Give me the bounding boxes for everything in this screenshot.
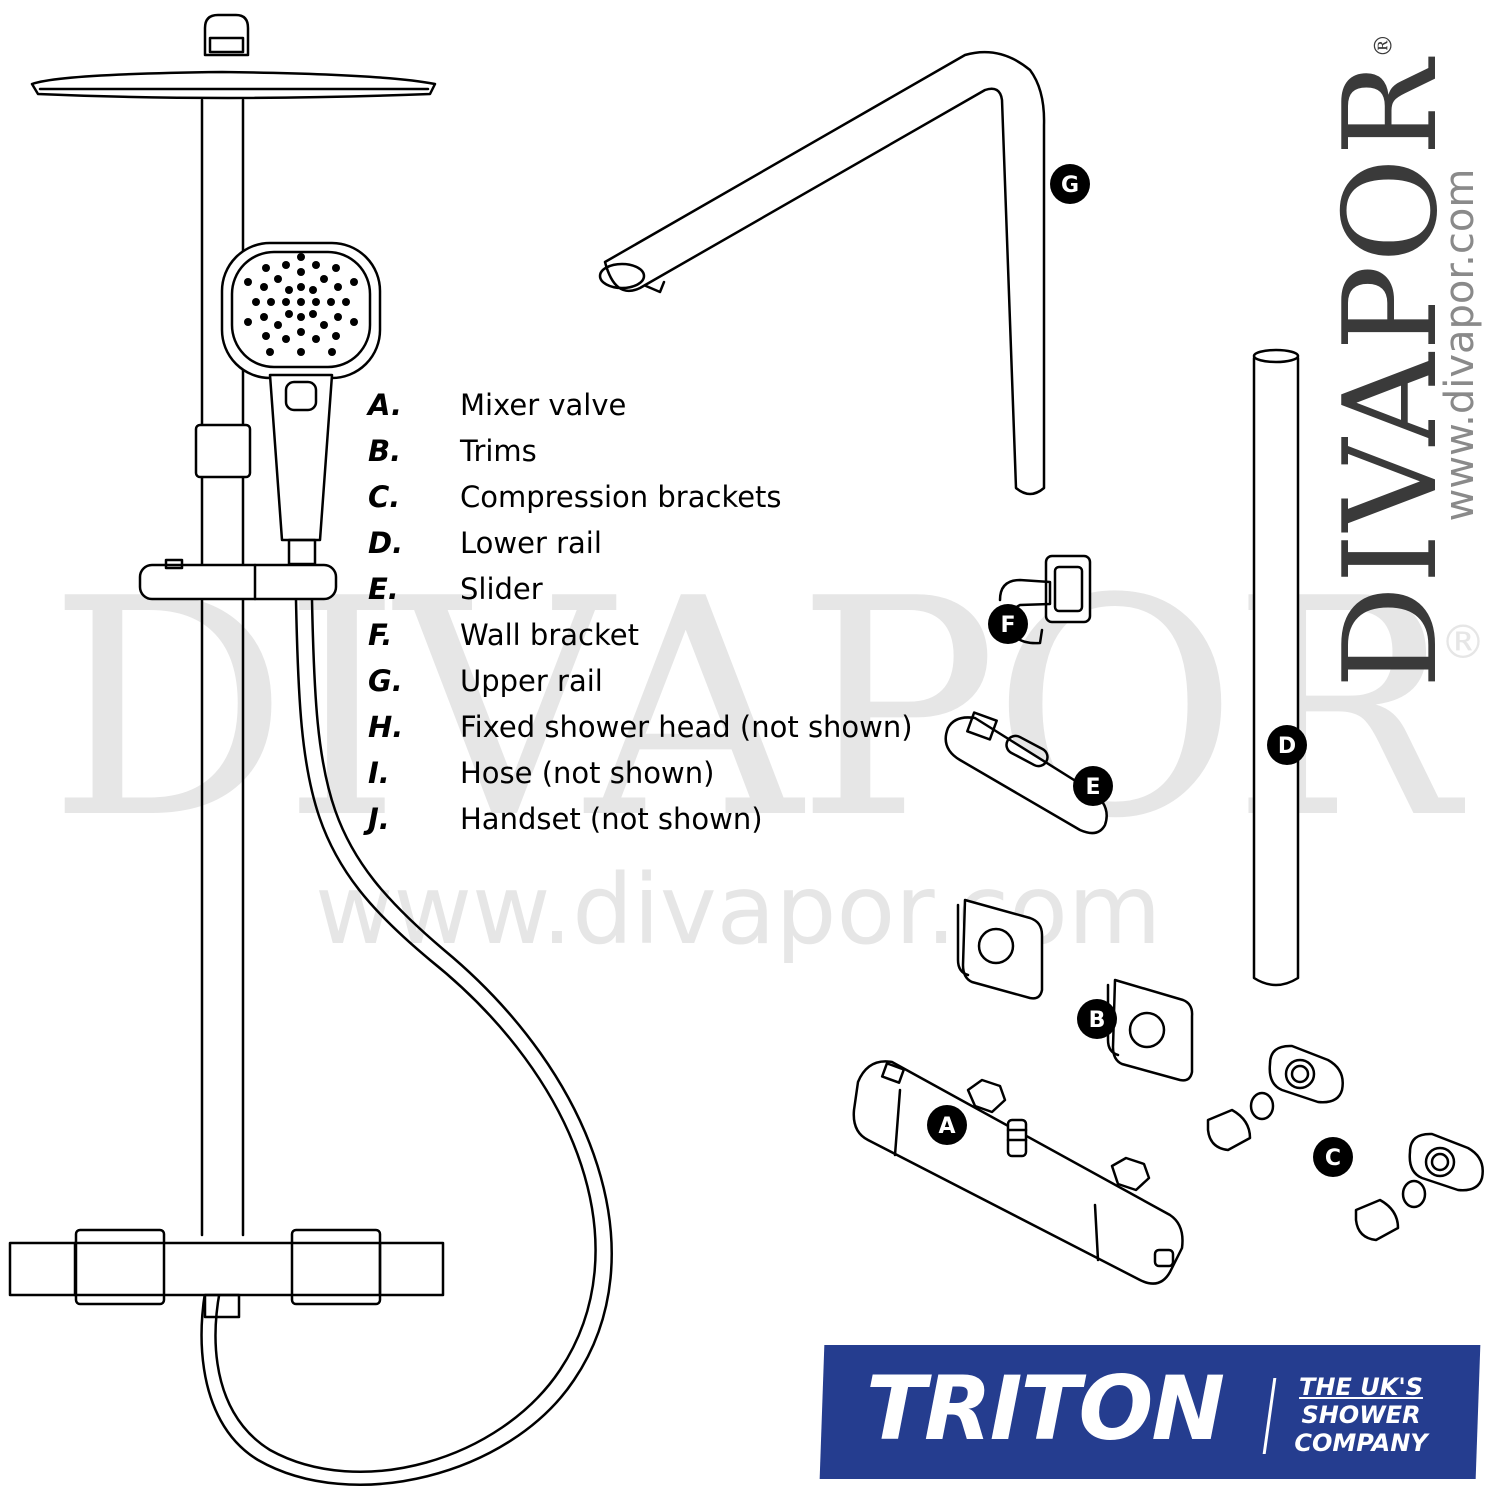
- watermark-brand: DIVAPOR: [48, 535, 1458, 884]
- legend-text: Wall bracket: [460, 618, 639, 652]
- tagline-line-2: SHOWER: [1301, 1401, 1421, 1429]
- legend-text: Compression brackets: [460, 480, 782, 514]
- legend-letter: B.: [368, 434, 402, 468]
- compression-brackets-c: [1206, 1044, 1484, 1242]
- triton-tagline: THE UK'S SHOWER COMPANY: [1286, 1373, 1436, 1457]
- mixer-valve-a: [852, 1060, 1184, 1285]
- svg-text:D: D: [1278, 734, 1296, 759]
- legend-text: Lower rail: [460, 526, 602, 560]
- lower-rail-d: [1252, 348, 1300, 987]
- legend-letter: J.: [368, 802, 390, 836]
- legend-letter: E.: [368, 572, 399, 606]
- legend-letter: F.: [368, 618, 393, 652]
- legend-text: Upper rail: [460, 664, 603, 698]
- triton-wordmark: TRITON: [866, 1357, 1225, 1460]
- handset-holder: [194, 423, 252, 479]
- tagline-line-3: COMPANY: [1294, 1429, 1428, 1457]
- callout-f: F: [988, 604, 1028, 644]
- svg-text:G: G: [1061, 173, 1079, 198]
- handset: [220, 241, 382, 566]
- hose: [200, 598, 613, 1486]
- legend-letter: I.: [368, 756, 390, 790]
- upper-rail-g: [598, 50, 1046, 496]
- callout-e: E: [1073, 766, 1113, 806]
- shelf: [138, 558, 338, 601]
- tagline-line-1: THE UK'S: [1299, 1373, 1423, 1401]
- callout-a: A: [927, 1105, 967, 1145]
- legend-text: Hose (not shown): [460, 756, 715, 790]
- legend-letter: D.: [368, 526, 404, 560]
- svg-text:E: E: [1085, 775, 1100, 800]
- brand-registered-mark: ®: [1369, 31, 1398, 58]
- callout-g: G: [1050, 164, 1090, 204]
- legend-letter: G.: [368, 664, 403, 698]
- brand-url-vertical: www.divapor.com: [1437, 168, 1483, 522]
- overhead-shower-head: [30, 13, 437, 100]
- legend-letter: H.: [368, 710, 404, 744]
- callout-d: D: [1267, 725, 1307, 765]
- svg-text:A: A: [938, 1114, 955, 1139]
- slider-e: [944, 711, 1108, 835]
- svg-text:F: F: [1000, 613, 1015, 638]
- svg-text:C: C: [1325, 1146, 1341, 1171]
- legend-text: Handset (not shown): [460, 802, 763, 836]
- callout-b: B: [1077, 999, 1117, 1039]
- svg-text:B: B: [1089, 1008, 1106, 1033]
- legend-text: Mixer valve: [460, 388, 627, 422]
- legend-text: Fixed shower head (not shown): [460, 710, 913, 744]
- trims-b: [956, 898, 1194, 1082]
- legend-letter: C.: [368, 480, 401, 514]
- watermark-registered-mark: ®: [1440, 615, 1486, 669]
- legend-text: Slider: [460, 572, 543, 606]
- legend-letter: A.: [368, 388, 402, 422]
- assembled-bar-valve: [8, 1228, 445, 1319]
- callout-c: C: [1313, 1137, 1353, 1177]
- legend-text: Trims: [460, 434, 537, 468]
